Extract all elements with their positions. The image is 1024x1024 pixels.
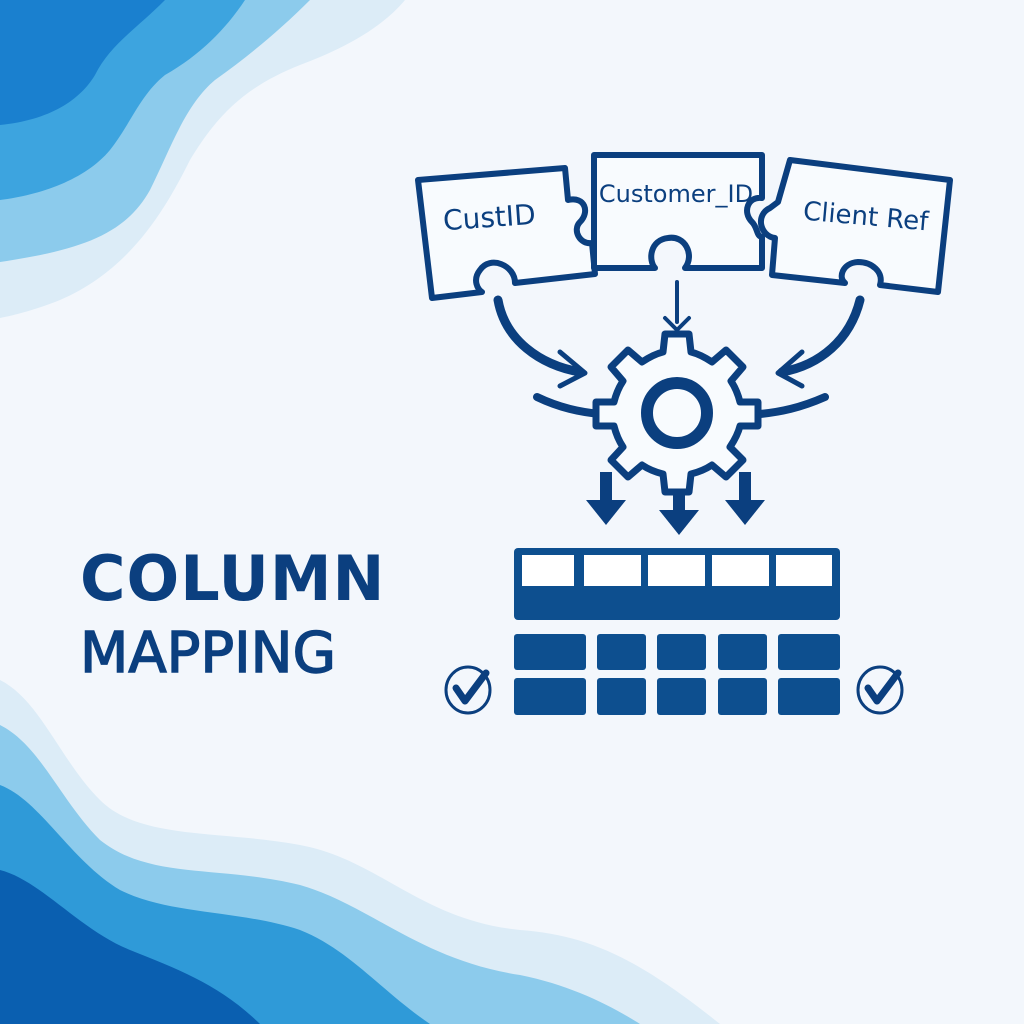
arrow-down-icon — [725, 472, 765, 525]
check-circle-icon — [856, 665, 904, 715]
title-line-1: COLUMN — [80, 542, 386, 615]
arrow-left-lower — [533, 393, 604, 418]
source-field-piece: CustID — [415, 165, 598, 301]
wave-bottom-dark — [0, 870, 260, 1024]
arrow-down-icon — [659, 492, 699, 535]
wave-top-dark — [0, 0, 165, 125]
page-title: COLUMN MAPPING — [79, 542, 386, 686]
arrow-left-curve — [493, 295, 585, 377]
output-arrows — [586, 472, 765, 535]
merge-arrows — [493, 280, 865, 418]
arrow-down-icon — [586, 472, 626, 525]
source-field-piece: Customer_ID — [591, 152, 765, 271]
source-field-label: CustID — [442, 198, 537, 237]
title-line-2: MAPPING — [79, 621, 336, 686]
arrow-right-curve — [777, 295, 865, 377]
gear-icon — [592, 330, 762, 496]
source-field-piece: Client Ref — [758, 157, 953, 295]
check-circle-icon — [444, 665, 492, 715]
table-icon — [514, 548, 840, 715]
source-field-label: Customer_ID — [599, 180, 753, 208]
arrow-right-lower — [756, 393, 829, 418]
